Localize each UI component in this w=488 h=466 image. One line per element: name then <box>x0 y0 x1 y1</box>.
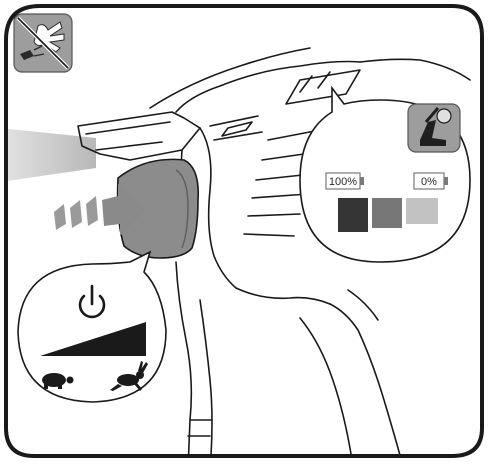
cleaning-accessory-icon <box>407 103 461 153</box>
push-arrow <box>54 184 146 236</box>
trigger <box>116 158 200 259</box>
light-beam <box>6 128 96 182</box>
battery-level-bar <box>338 198 438 232</box>
speed-ramp <box>40 322 146 356</box>
power-icon <box>78 284 106 319</box>
battery-full-indicator: 100% <box>325 172 364 190</box>
battery-empty-label: 0% <box>421 176 437 188</box>
no-hand-near-nozzle-icon <box>13 13 73 73</box>
battery-full-label: 100% <box>329 176 357 188</box>
frame-border <box>4 4 484 458</box>
device-body <box>77 47 471 456</box>
battery-empty-indicator: 0% <box>413 172 448 190</box>
turtle-icon <box>42 373 74 389</box>
rabbit-icon <box>110 361 148 391</box>
speed-callout <box>17 250 167 403</box>
